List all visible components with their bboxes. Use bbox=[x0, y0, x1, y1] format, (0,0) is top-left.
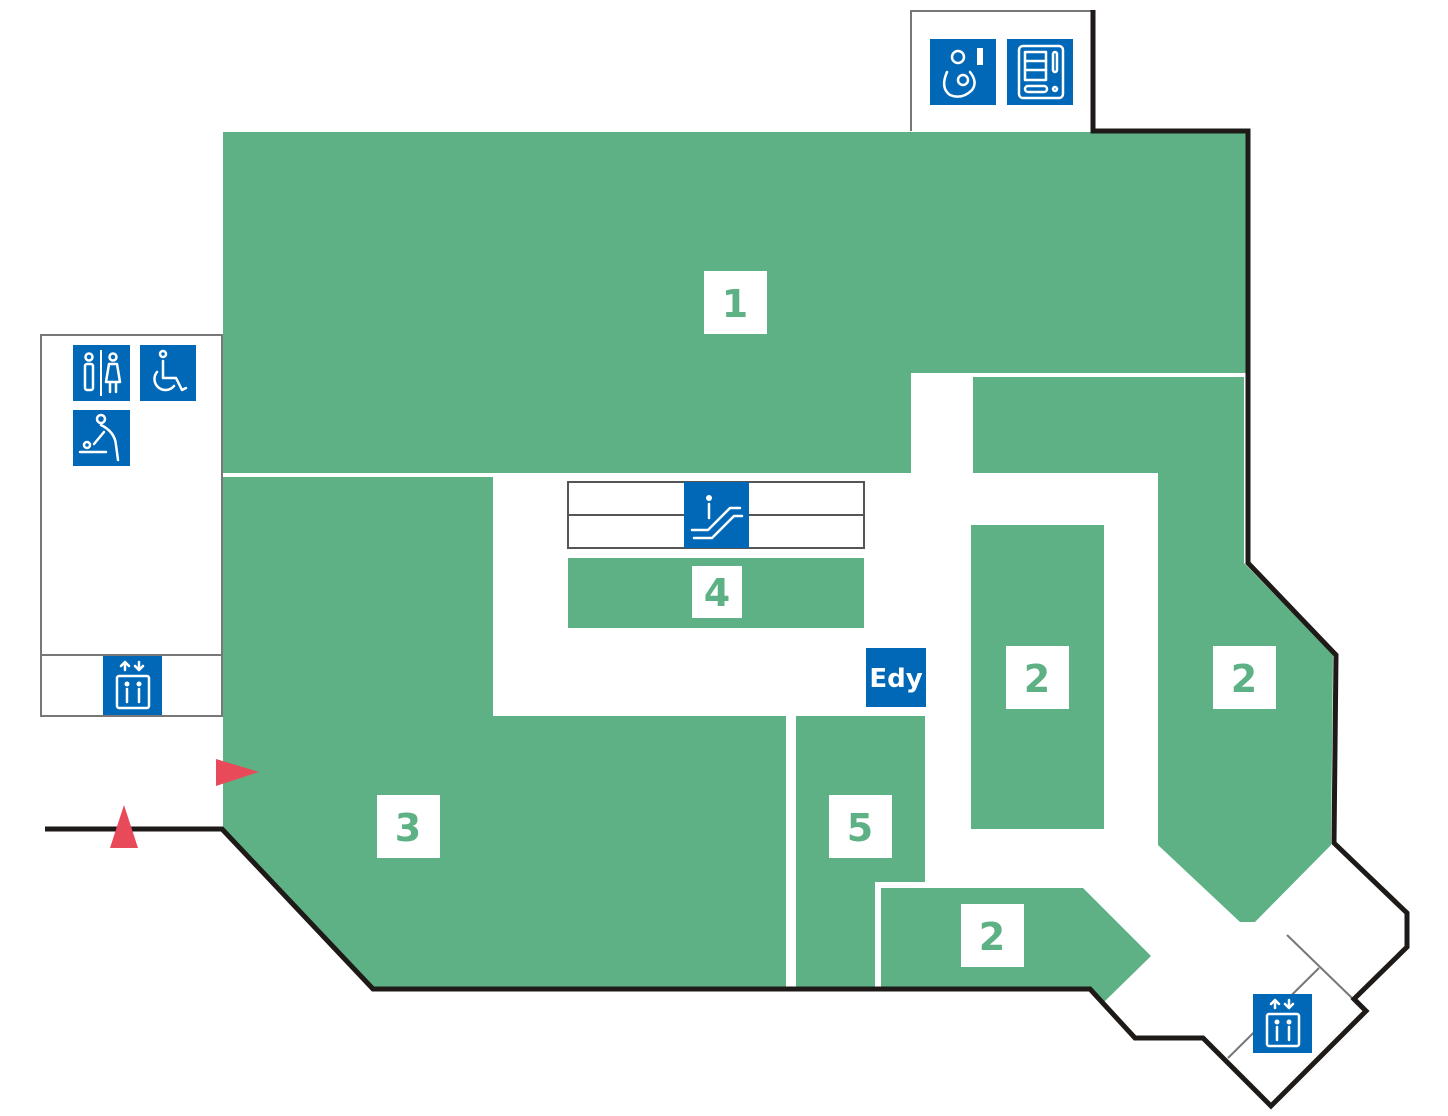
area-3-label: 3 bbox=[377, 795, 440, 858]
restroom-icon[interactable] bbox=[73, 345, 130, 401]
nursing-room-outline bbox=[910, 10, 1093, 131]
area-label: 2 bbox=[1024, 657, 1050, 701]
wheelchair-icon[interactable] bbox=[140, 345, 196, 401]
elevator-icon[interactable] bbox=[103, 656, 162, 715]
area-2-east[interactable] bbox=[973, 377, 1333, 922]
area-2-east-label: 2 bbox=[1213, 646, 1276, 709]
area-1-label: 1 bbox=[704, 271, 767, 334]
area-3[interactable] bbox=[223, 477, 786, 988]
area-2-south-label: 2 bbox=[961, 904, 1024, 967]
area-label: 2 bbox=[1231, 657, 1257, 701]
nursing-room-icon[interactable] bbox=[930, 39, 996, 105]
vending-machine-icon[interactable] bbox=[1007, 39, 1073, 105]
area-label: 5 bbox=[847, 806, 873, 850]
area-label: 1 bbox=[722, 282, 748, 326]
area-label: 4 bbox=[704, 571, 730, 615]
building-wall bbox=[45, 10, 1410, 1110]
edy-icon[interactable]: Edy bbox=[866, 648, 926, 707]
edy-label: Edy bbox=[869, 664, 922, 694]
restroom-block-outline bbox=[40, 334, 223, 717]
elevator-icon[interactable] bbox=[1253, 994, 1312, 1053]
entrance-marker-icon bbox=[110, 805, 138, 848]
area-label: 2 bbox=[979, 915, 1005, 959]
area-5-label: 5 bbox=[829, 795, 892, 858]
entrance-marker-icon bbox=[216, 759, 259, 786]
elevator-divider bbox=[1286, 934, 1353, 999]
escalator-icon[interactable] bbox=[684, 482, 749, 548]
area-4-label: 4 bbox=[692, 566, 742, 618]
baby-changing-icon[interactable] bbox=[73, 410, 130, 466]
area-label: 3 bbox=[395, 806, 421, 850]
area-2-center-label: 2 bbox=[1006, 646, 1069, 709]
